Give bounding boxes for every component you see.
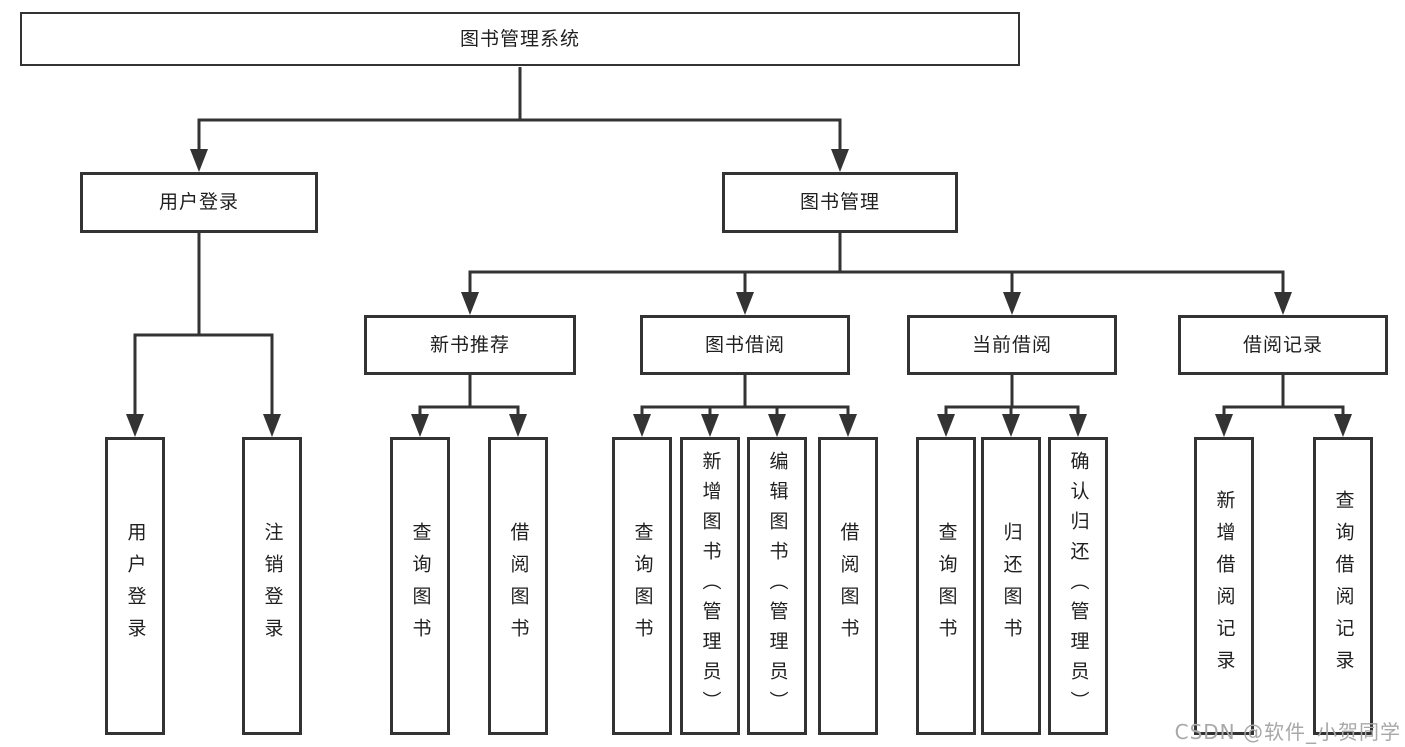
node-library-management-system: 图书管理系统 [20,12,1020,66]
node-label: 新增借阅记录 [1213,490,1236,682]
node-label: 查询借阅记录 [1332,490,1355,682]
node-label: 查询图书 [409,522,432,650]
leaf-recommend-query-books: 查询图书 [390,437,450,735]
leaf-current-confirm-return-admin: 确认归还（管理员） [1048,437,1108,735]
leaf-recommend-borrow-books: 借阅图书 [488,437,548,735]
leaf-records-add-borrow-record: 新增借阅记录 [1194,437,1254,735]
leaf-records-query-borrow-record: 查询借阅记录 [1313,437,1373,735]
node-new-book-recommendation: 新书推荐 [364,315,576,375]
leaf-borrowing-edit-books-admin: 编辑图书（管理员） [747,437,807,735]
node-label: 借阅图书 [837,522,860,650]
leaf-current-query-books: 查询图书 [916,437,976,735]
node-borrowing-records: 借阅记录 [1178,315,1388,375]
node-label: 确认归还（管理员） [1067,451,1090,721]
node-label: 新书推荐 [429,333,510,356]
node-user-login: 用户登录 [80,172,318,233]
node-label: 归还图书 [1000,522,1023,650]
node-label: 借阅图书 [507,522,530,650]
node-label: 查询图书 [631,522,654,650]
node-label: 图书管理系统 [459,27,580,50]
node-label: 借阅记录 [1242,333,1323,356]
leaf-borrowing-borrow-books: 借阅图书 [818,437,878,735]
node-label: 编辑图书（管理员） [766,451,789,721]
node-label: 图书借阅 [704,333,785,356]
leaf-logout: 注销登录 [242,437,302,735]
node-label: 查询图书 [935,522,958,650]
node-label: 新增图书（管理员） [699,451,722,721]
leaf-borrowing-query-books: 查询图书 [612,437,672,735]
node-label: 图书管理 [799,191,880,213]
csdn-watermark: CSDN @软件_小贺同学 [1174,720,1401,744]
node-label: 用户登录 [124,522,147,650]
node-label: 当前借阅 [971,333,1052,356]
node-label: 注销登录 [261,522,284,650]
node-book-management: 图书管理 [722,172,958,233]
leaf-current-return-books: 归还图书 [981,437,1041,735]
node-current-borrowing: 当前借阅 [907,315,1117,375]
node-label: 用户登录 [158,191,239,213]
leaf-user-login: 用户登录 [105,437,165,735]
node-book-borrowing: 图书借阅 [640,315,850,375]
leaf-borrowing-add-books-admin: 新增图书（管理员） [680,437,740,735]
